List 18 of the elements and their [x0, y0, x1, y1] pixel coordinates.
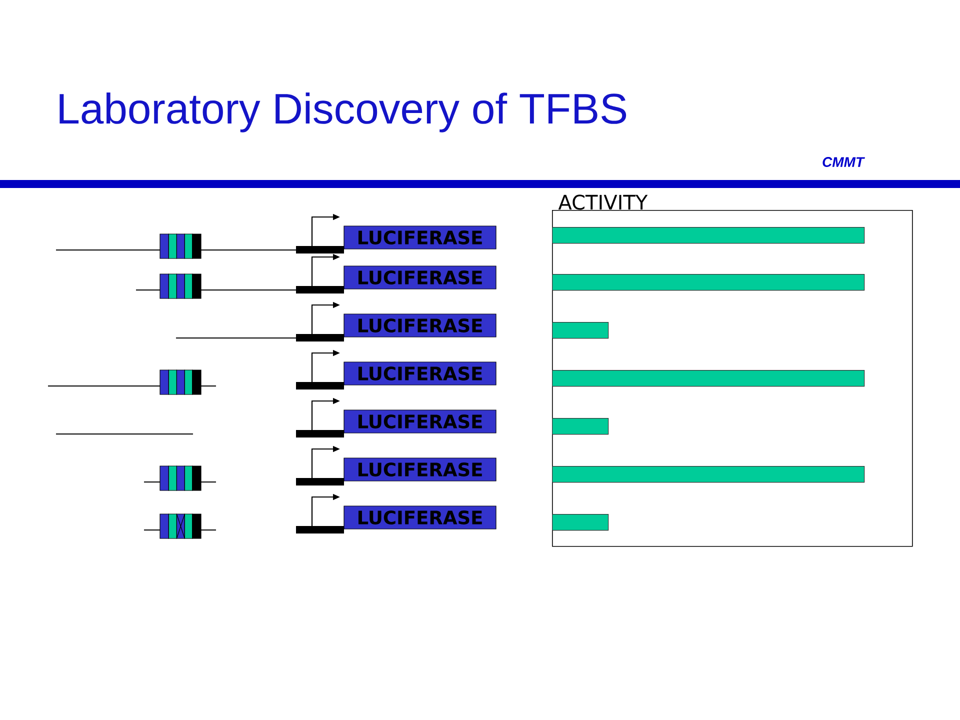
chart-frame: ACTIVITY [552, 194, 913, 547]
reporter-box: LUCIFERASE [344, 226, 496, 250]
reporter-box: LUCIFERASE [344, 458, 496, 482]
activity-bar [552, 227, 865, 244]
slide-title: Laboratory Discovery of TFBS [60, 92, 626, 132]
activity-bar [552, 466, 865, 483]
activity-bar [552, 274, 865, 291]
activity-bar [552, 514, 609, 531]
node-label: ACTIVITY [558, 194, 648, 210]
reporter-box: LUCIFERASE [344, 506, 496, 530]
activity-bar [552, 370, 865, 387]
activity-bar [552, 322, 609, 339]
activity-bar [552, 418, 609, 435]
institute-label: CMMT [822, 157, 865, 167]
reporter-box: LUCIFERASE [344, 314, 496, 338]
reporter-box: LUCIFERASE [344, 266, 496, 290]
reporter-box: LUCIFERASE [344, 410, 496, 434]
reporter-box: LUCIFERASE [344, 362, 496, 386]
